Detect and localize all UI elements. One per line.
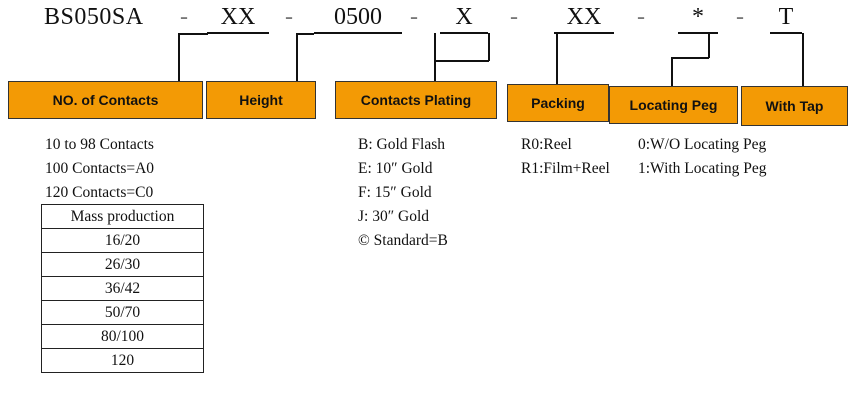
table-row: 36/42 bbox=[41, 276, 204, 301]
separator: - bbox=[180, 4, 188, 30]
box-with-tap: With Tap bbox=[741, 86, 848, 126]
table-row: 120 bbox=[41, 348, 204, 373]
plating-option: J: 30″ Gold bbox=[358, 208, 430, 225]
box-packing: Packing bbox=[507, 84, 609, 122]
table-row: Mass production bbox=[41, 204, 204, 229]
connector bbox=[296, 33, 298, 83]
table-row: 16/20 bbox=[41, 228, 204, 253]
underline bbox=[678, 32, 718, 34]
box-locating-peg: Locating Peg bbox=[609, 86, 738, 124]
table-cell: 26/30 bbox=[41, 252, 204, 277]
locating-option: 0:W/O Locating Peg bbox=[638, 136, 767, 153]
table-row: 26/30 bbox=[41, 252, 204, 277]
connector bbox=[488, 33, 490, 61]
underline bbox=[314, 32, 402, 34]
segment-plating: X bbox=[455, 4, 473, 30]
underline bbox=[207, 32, 269, 34]
separator: - bbox=[285, 4, 293, 30]
separator: - bbox=[510, 4, 518, 30]
locating-option: 1:With Locating Peg bbox=[638, 160, 767, 177]
table-cell: 80/100 bbox=[41, 324, 204, 349]
contacts-note: 120 Contacts=C0 bbox=[45, 184, 154, 201]
contacts-note: 10 to 98 Contacts bbox=[45, 136, 154, 153]
packing-option: R1:Film+Reel bbox=[521, 160, 610, 177]
underline bbox=[440, 32, 488, 34]
segment-tap: T bbox=[778, 4, 794, 30]
table-cell: 50/70 bbox=[41, 300, 204, 325]
table-cell: 36/42 bbox=[41, 276, 204, 301]
contacts-note: 100 Contacts=A0 bbox=[45, 160, 155, 177]
connector bbox=[708, 33, 710, 58]
separator: - bbox=[736, 4, 744, 30]
plating-option: © Standard=B bbox=[358, 232, 448, 249]
underline bbox=[554, 32, 614, 34]
connector bbox=[178, 33, 180, 83]
segment-locating: * bbox=[692, 4, 704, 30]
connector bbox=[296, 33, 314, 35]
plating-option: E: 10″ Gold bbox=[358, 160, 433, 177]
connector bbox=[178, 33, 208, 35]
table-cell: 120 bbox=[41, 348, 204, 373]
table-header: Mass production bbox=[41, 204, 204, 229]
table-row: 80/100 bbox=[41, 324, 204, 349]
box-no-of-contacts: NO. of Contacts bbox=[8, 81, 203, 119]
separator: - bbox=[637, 4, 645, 30]
underline bbox=[770, 32, 802, 34]
box-height: Height bbox=[206, 81, 316, 119]
connector bbox=[434, 60, 489, 62]
separator: - bbox=[410, 4, 418, 30]
box-contacts-plating: Contacts Plating bbox=[335, 81, 497, 119]
segment-packing: XX bbox=[566, 4, 602, 30]
connector bbox=[802, 33, 804, 88]
connector bbox=[671, 57, 673, 87]
mass-production-table: Mass production 16/20 26/30 36/42 50/70 … bbox=[41, 204, 204, 373]
connector bbox=[556, 33, 558, 85]
plating-option: B: Gold Flash bbox=[358, 136, 445, 153]
segment-height: 0500 bbox=[334, 4, 382, 30]
packing-option: R0:Reel bbox=[521, 136, 572, 153]
table-cell: 16/20 bbox=[41, 228, 204, 253]
segment-contacts: XX bbox=[220, 4, 256, 30]
plating-option: F: 15″ Gold bbox=[358, 184, 432, 201]
connector bbox=[671, 57, 709, 59]
part-number-prefix: BS050SA bbox=[44, 4, 144, 30]
connector bbox=[434, 33, 436, 83]
table-row: 50/70 bbox=[41, 300, 204, 325]
